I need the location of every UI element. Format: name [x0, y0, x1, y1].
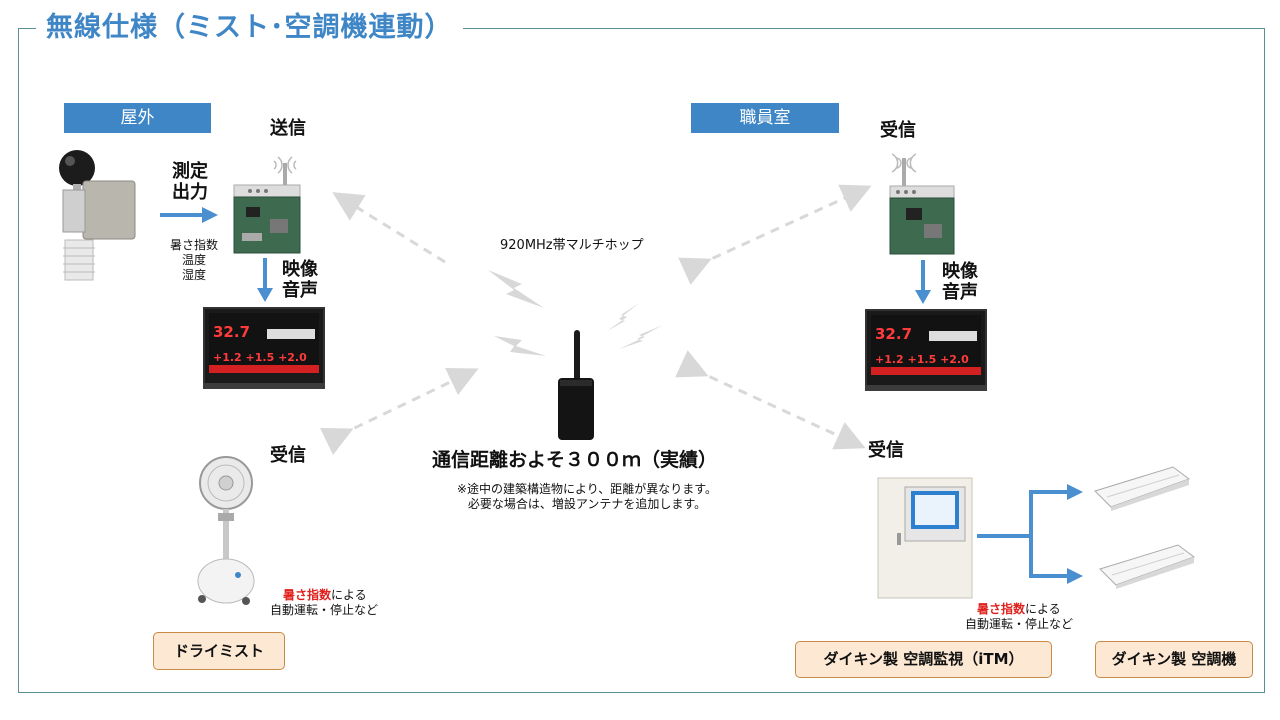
band-label: 920MHz帯マルチホップ: [500, 238, 644, 253]
receive-label-mist: 受信: [270, 445, 306, 466]
panel-temp-right: 32.7: [875, 325, 913, 343]
signal-bolt-icon: [494, 336, 546, 356]
ac-button[interactable]: ダイキン製 空調機: [1095, 641, 1253, 678]
measure-item-temperature: 温度: [181, 253, 206, 267]
measure-output-label: 測定 出力: [172, 161, 208, 203]
ac-note: 暑さ指数による 自動運転・停止など: [965, 602, 1073, 632]
measure-items: 暑さ指数 温度 湿度: [166, 238, 222, 283]
branch-arrows-to-ac: [977, 484, 1083, 584]
receiver-board-icon: [889, 153, 955, 255]
video-audio-label-left: 映像 音声: [282, 259, 318, 301]
signal-bolt-icon: [619, 325, 663, 349]
arrow-sensor-to-transmitter: [160, 207, 218, 223]
wbgt-sensor-icon: [59, 150, 136, 281]
panel-temp-left: 32.7: [213, 323, 251, 341]
mist-note-line2: 自動運転・停止など: [270, 603, 379, 617]
arrow-transmitter-to-display: [257, 258, 273, 302]
diagram-frame: [18, 28, 1265, 693]
measure-item-wbgt: 暑さ指数: [169, 238, 218, 252]
measure-item-humidity: 湿度: [181, 268, 206, 282]
send-label: 送信: [270, 118, 306, 139]
distance-note: ※途中の建築構造物により、距離が異なります。 必要な場合は、増設アンテナを追加し…: [434, 482, 740, 512]
itm-button[interactable]: ダイキン製 空調監視（iTM）: [795, 641, 1052, 678]
transmitter-board-icon: [233, 156, 301, 254]
distance-label: 通信距離およそ３００ｍ（実績）: [432, 449, 718, 471]
ac-note-rest: による: [1025, 602, 1061, 616]
location-label-outdoor: 屋外: [64, 103, 211, 133]
page-title: 無線仕様（ミスト･空調機連動）: [36, 10, 463, 46]
air-conditioner-icon: [1094, 466, 1191, 511]
arrow-receiver-to-display: [915, 260, 931, 304]
mist-note-highlight: 暑さ指数: [283, 588, 332, 602]
mist-note-rest: による: [331, 588, 367, 602]
air-conditioner-icon: [1099, 544, 1196, 589]
itm-controller-icon: [877, 477, 973, 599]
display-panel-right: 32.7 +1.2 +1.5 +2.0: [865, 309, 987, 391]
mist-fan-icon: [197, 456, 255, 605]
wireless-router-icon: [558, 330, 594, 440]
distance-note-line1: ※途中の建築構造物により、距離が異なります。: [456, 482, 718, 496]
receive-label-bottom: 受信: [868, 440, 904, 461]
signal-bolt-icon: [488, 270, 544, 308]
distance-note-line2: 必要な場合は、増設アンテナを追加します。: [467, 497, 707, 511]
video-audio-label-right: 映像 音声: [942, 261, 978, 303]
ac-note-highlight: 暑さ指数: [977, 602, 1026, 616]
dry-mist-button[interactable]: ドライミスト: [153, 632, 285, 670]
receive-label-top: 受信: [880, 120, 916, 141]
location-label-staff-room: 職員室: [691, 103, 839, 133]
ac-note-line2: 自動運転・停止など: [965, 617, 1074, 631]
display-panel-left: 32.7 +1.2 +1.5 +2.0: [203, 307, 325, 389]
signal-bolt-icon: [607, 303, 639, 331]
mist-note: 暑さ指数による 自動運転・停止など: [270, 588, 378, 618]
